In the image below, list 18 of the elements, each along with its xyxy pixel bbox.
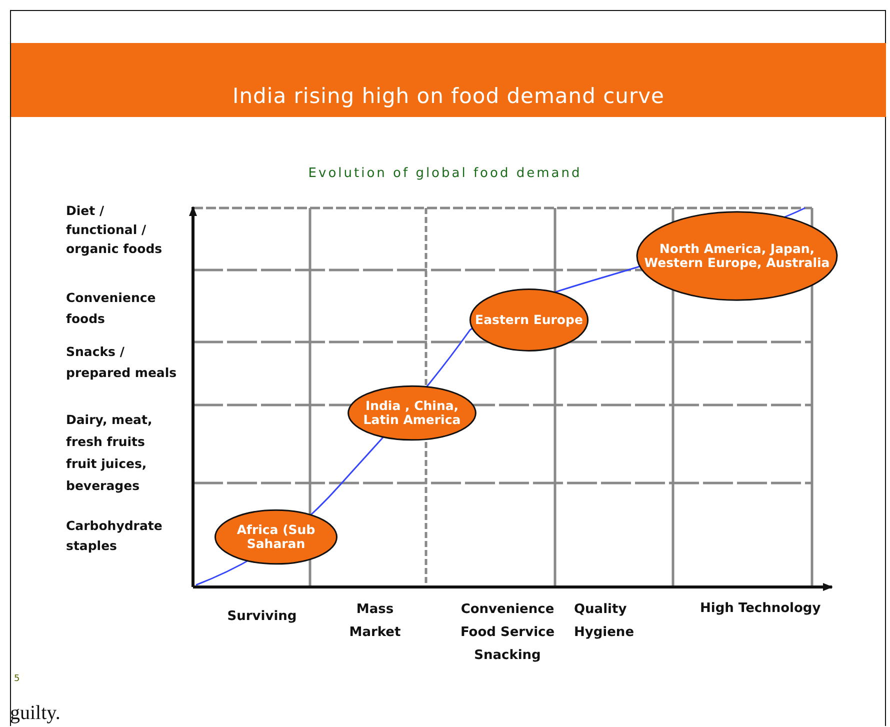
axis-category-label: Dairy, meat, fresh fruits fruit juices, beverages bbox=[66, 411, 154, 495]
subtitle: Evolution of global food demand bbox=[307, 165, 583, 183]
axis-category-label: Convenience foods bbox=[66, 289, 157, 328]
axis-category-label: Snacks / prepared meals bbox=[66, 343, 178, 382]
region-ellipse: North America, Japan, Western Europe, Australia bbox=[635, 210, 839, 302]
axis-category-label: Carbohydrate staples bbox=[66, 517, 164, 555]
axis-category-label: Surviving bbox=[226, 608, 298, 626]
title: India rising high on food demand curve bbox=[232, 84, 666, 108]
axis-category-label: High Technology bbox=[700, 600, 822, 618]
body-text: guilty. bbox=[10, 701, 62, 726]
region-ellipse: Eastern Europe bbox=[469, 288, 589, 352]
axis-category-label: Diet / functional / organic foods bbox=[66, 202, 164, 258]
region-ellipse: India , China, Latin America bbox=[347, 385, 477, 441]
region-ellipse: Africa (Sub Saharan bbox=[214, 509, 338, 565]
axis-category-label: Quality Hygiene bbox=[574, 601, 636, 642]
page-number: 5 bbox=[14, 673, 21, 686]
axis-category-label: Convenience Food Service Snacking bbox=[459, 601, 556, 664]
axis-category-label: Mass Market bbox=[348, 601, 402, 642]
